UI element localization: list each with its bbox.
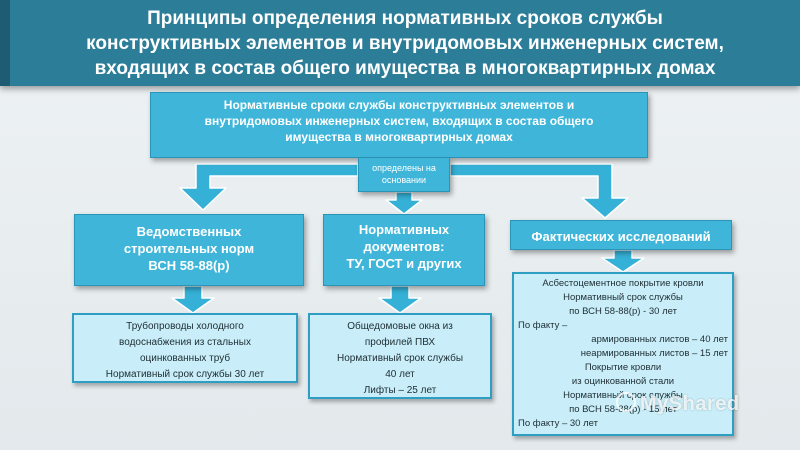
bottom-right-row-6: неармированных листов – 15 лет	[580, 348, 728, 359]
bottom-right-row-1: Асбестоцементное покрытие кровли	[542, 278, 704, 289]
bottom-mid-line-2: профилей ПВХ	[364, 337, 436, 348]
bottom-right-row-3: по ВСН 58-88(р) - 30 лет	[569, 306, 677, 317]
mid-box-1-line-3: ВСН 58-88(р)	[148, 258, 230, 273]
bottom-left-line-1: Трубопроводы холодного	[126, 321, 244, 332]
arrow-right-down	[601, 249, 645, 273]
bottom-left-line-3: оцинкованных труб	[139, 353, 231, 364]
small-box-line-2: основании	[381, 175, 427, 185]
arrow-to-left-box	[179, 163, 359, 211]
mid-box-3-line-1: Фактических исследований	[531, 229, 711, 244]
bottom-right-row-7: Покрытие кровли	[584, 362, 662, 373]
top-box-line-1: Нормативные сроки службы конструктивных …	[223, 98, 575, 112]
top-box-normative-terms: Нормативные сроки службы конструктивных …	[150, 92, 648, 158]
actual-research-box: Фактических исследований	[510, 220, 732, 250]
mid-box-2-line-2: документов:	[363, 239, 445, 254]
arrow-to-middle-box	[385, 191, 423, 215]
bottom-mid-line-5: Лифты – 25 лет	[363, 385, 437, 396]
title-line-3: входящих в состав общего имущества в мно…	[94, 58, 716, 79]
bottom-right-row-2: Нормативный срок службы	[563, 292, 683, 303]
watermark-circle-icon	[616, 392, 636, 412]
title-line-1: Принципы определения нормативных сроков …	[147, 8, 663, 29]
bottom-right-row-11: По факту – 30 лет	[518, 418, 598, 429]
top-box-line-3: имущества в многоквартирных домах	[285, 130, 513, 144]
bottom-mid-line-1: Общедомовые окна из	[347, 321, 453, 332]
determined-on-basis-box: определены на основании	[358, 158, 450, 192]
bottom-right-row-5: армированных листов – 40 лет	[591, 334, 728, 345]
bottom-left-line-4: Нормативный срок службы 30 лет	[105, 369, 265, 380]
top-box-line-2: внутридомовых инженерных систем, входящи…	[204, 114, 594, 128]
bottom-mid-line-4: 40 лет	[385, 369, 415, 380]
page-title: Принципы определения нормативных сроков …	[20, 6, 790, 81]
departmental-norms-box: Ведомственных строительных норм ВСН 58-8…	[74, 214, 304, 286]
water-pipes-example-box: Трубопроводы холодного водоснабжения из …	[72, 313, 298, 383]
title-bar: Принципы определения нормативных сроков …	[0, 0, 800, 86]
arrow-middle-down	[378, 285, 422, 314]
normative-documents-box: Нормативных документов: ТУ, ГОСТ и други…	[323, 214, 485, 286]
mid-box-1-line-2: строительных норм	[123, 241, 255, 256]
mid-box-2-line-3: ТУ, ГОСТ и других	[346, 256, 462, 271]
arrow-left-down	[171, 285, 215, 314]
bottom-right-row-4: По факту –	[518, 320, 568, 331]
bottom-right-row-8: из оцинкованной стали	[571, 376, 675, 387]
bottom-left-line-2: водоснабжения из стальных	[119, 337, 251, 348]
bottom-mid-line-3: Нормативный срок службы	[336, 353, 464, 364]
watermark-text: MyShared	[640, 393, 740, 415]
title-line-2: конструктивных элементов и внутридомовых…	[86, 33, 724, 54]
watermark-logo: MyShared	[616, 392, 740, 416]
arrow-to-right-box	[449, 163, 629, 219]
title-accent-stripe	[0, 0, 10, 86]
mid-box-2-line-1: Нормативных	[358, 222, 450, 237]
pvc-windows-example-box: Общедомовые окна из профилей ПВХ Нормати…	[308, 313, 492, 399]
mid-box-1-line-1: Ведомственных	[136, 224, 242, 239]
small-box-line-1: определены на	[372, 163, 436, 173]
